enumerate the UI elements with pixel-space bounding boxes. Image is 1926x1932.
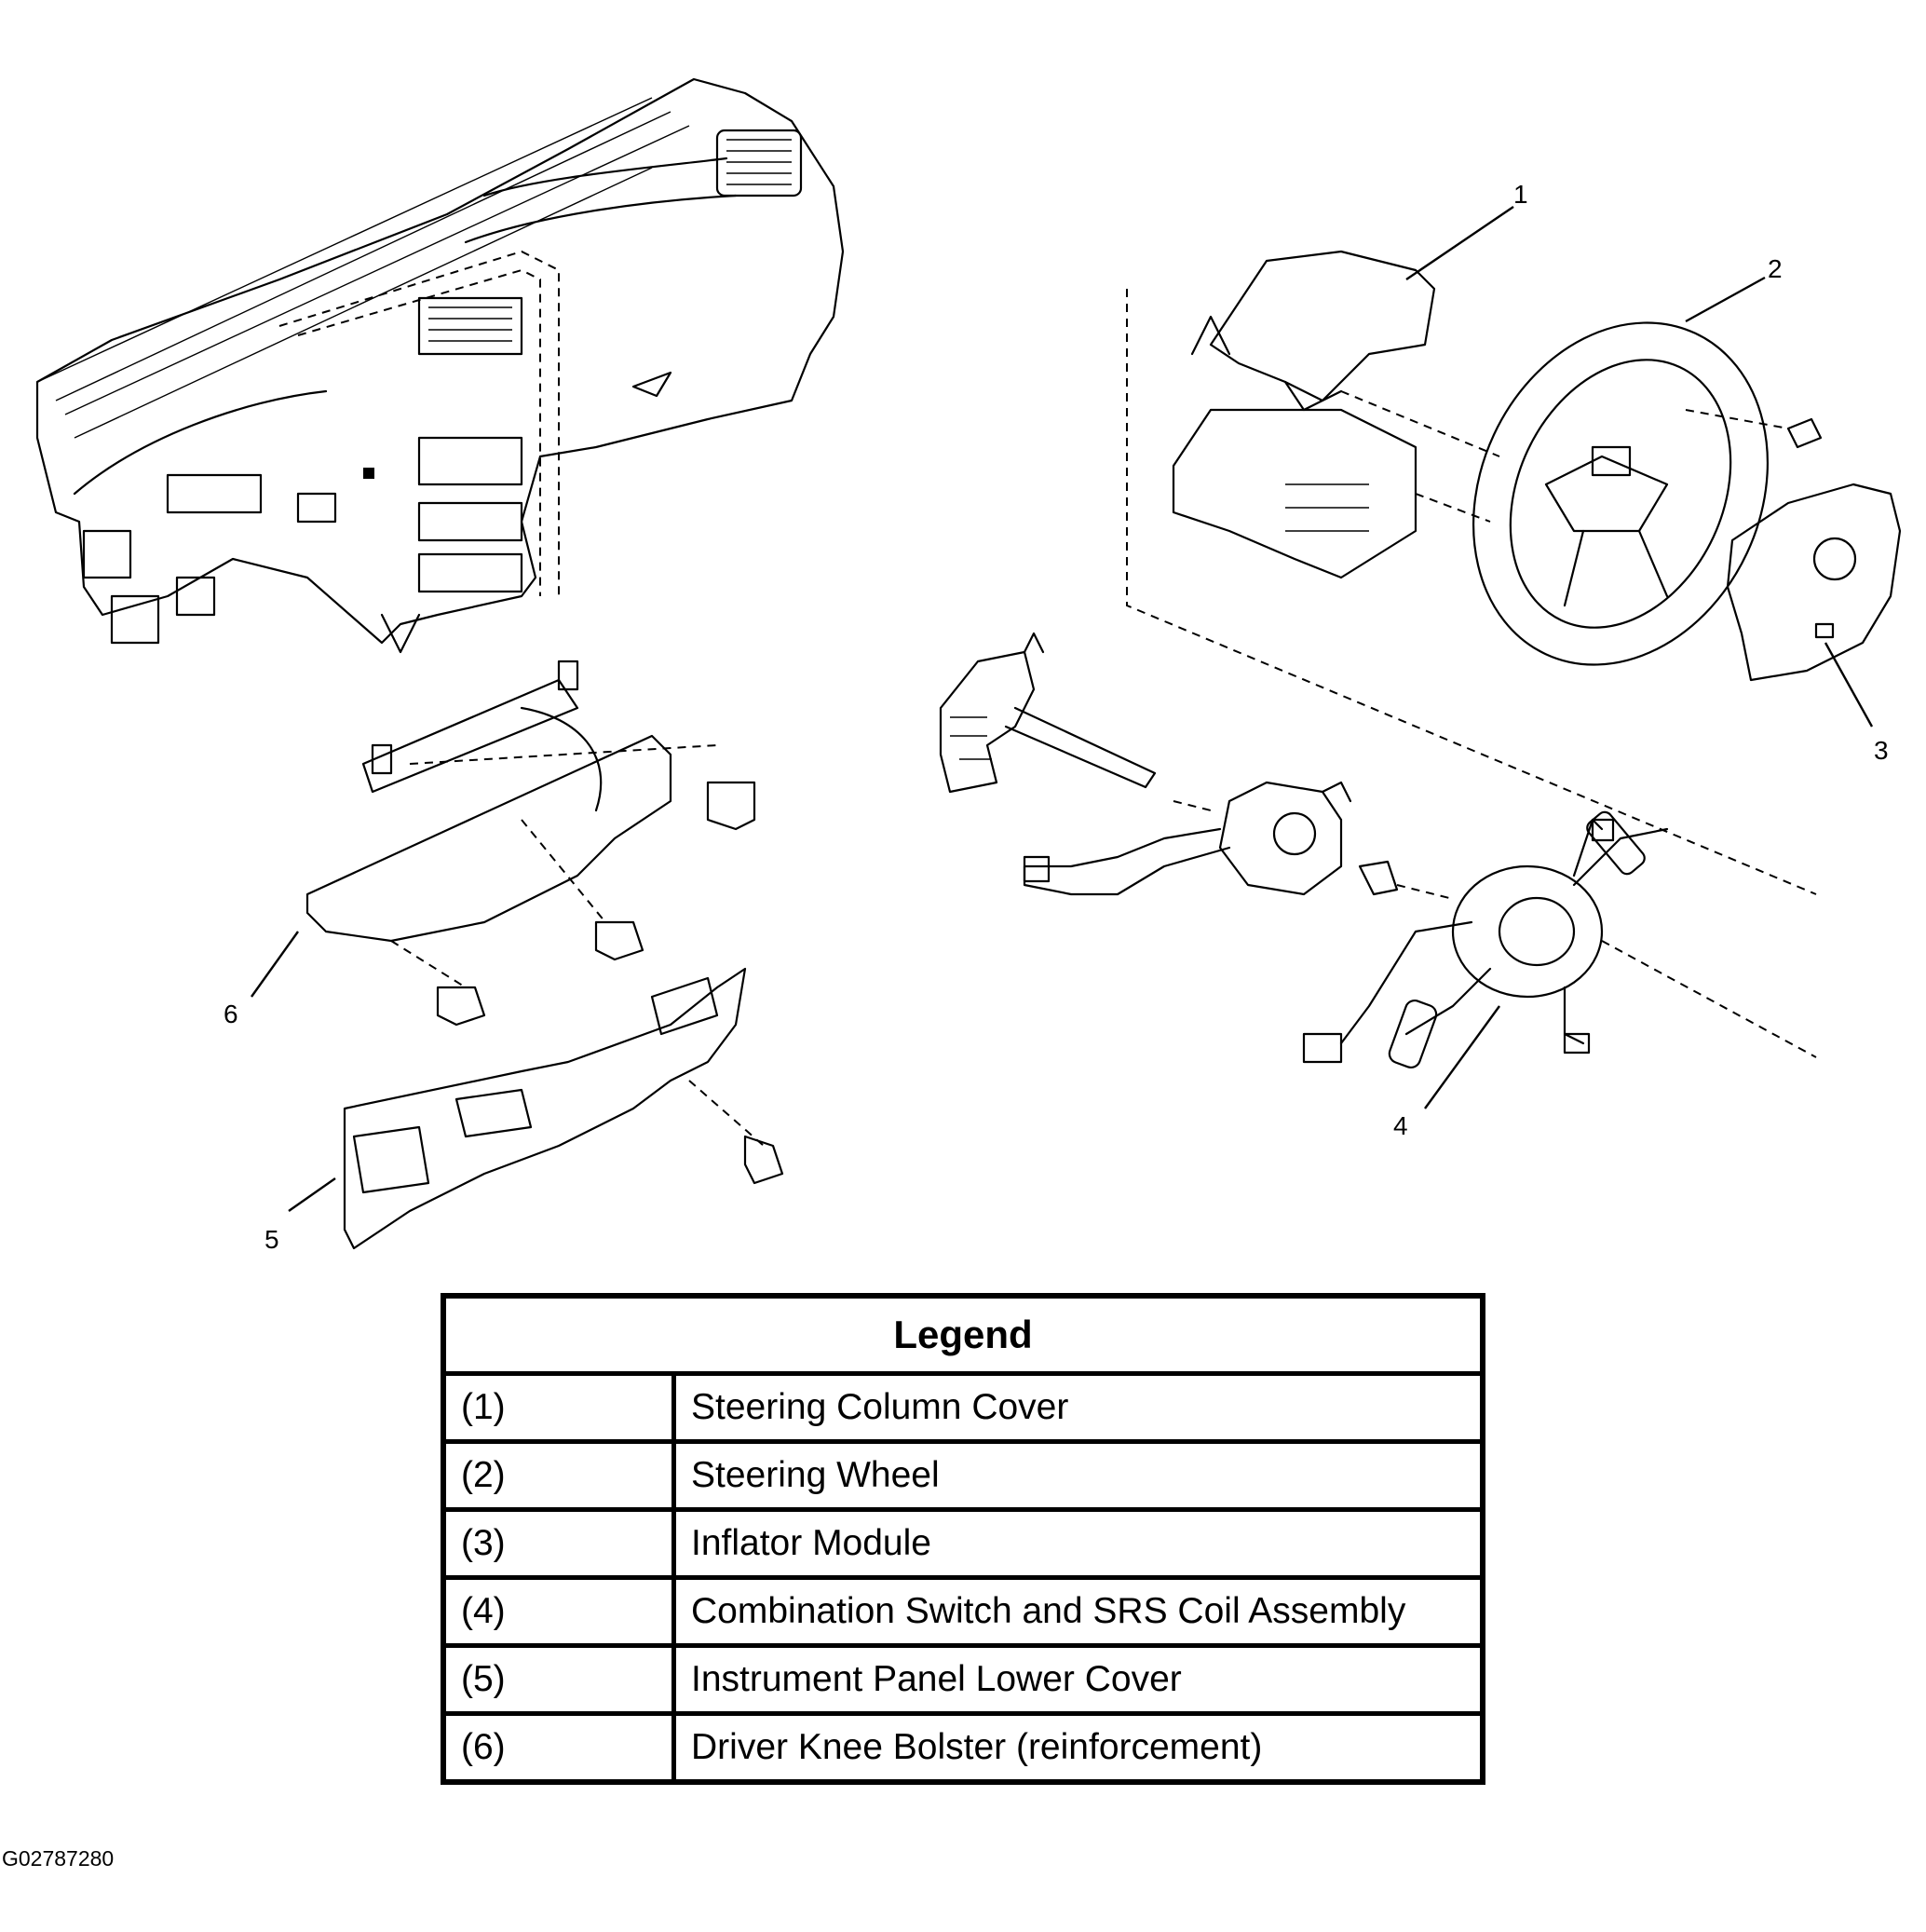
exploded-view-illustration: 1 2 3 4 5 6 — [35, 77, 1902, 1254]
callout-6: 6 — [224, 1000, 238, 1028]
leader-lines — [251, 206, 1874, 1212]
knee-bolster-drawing — [305, 660, 756, 1027]
legend-row-description: Driver Knee Bolster (reinforcement) — [671, 1711, 1485, 1785]
legend-table: Legend (1) Steering Column Cover (2) Ste… — [441, 1293, 1485, 1785]
legend-row-description: Inflator Module — [671, 1507, 1485, 1580]
legend-row-description: Instrument Panel Lower Cover — [671, 1643, 1485, 1716]
callout-5: 5 — [264, 1225, 279, 1254]
legend-row-description: Steering Wheel — [671, 1439, 1485, 1512]
legend-row-number: (5) — [441, 1643, 676, 1716]
legend-row: (4) Combination Switch and SRS Coil Asse… — [441, 1575, 1485, 1648]
legend-row-description: Combination Switch and SRS Coil Assembly — [671, 1575, 1485, 1648]
inflator-module-drawing — [1726, 483, 1902, 682]
legend-row: (6) Driver Knee Bolster (reinforcement) — [441, 1711, 1485, 1785]
legend-row: (2) Steering Wheel — [441, 1439, 1485, 1512]
legend-row-number: (6) — [441, 1711, 676, 1785]
lower-cover-drawing — [343, 967, 784, 1250]
legend-row-number: (1) — [441, 1371, 676, 1444]
assembly-lines — [1126, 289, 1817, 1058]
steering-column-drawing — [939, 632, 1157, 794]
figure-id: G02787280 — [2, 1846, 115, 1871]
switch-bracket-drawing — [1023, 781, 1399, 896]
legend-header-row: Legend — [441, 1293, 1485, 1376]
legend-row-number: (4) — [441, 1575, 676, 1648]
column-cover-drawing — [1172, 250, 1436, 579]
legend-row-description: Steering Column Cover — [671, 1371, 1485, 1444]
instrument-panel-drawing — [35, 77, 845, 654]
legend-row: (5) Instrument Panel Lower Cover — [441, 1643, 1485, 1716]
callout-2: 2 — [1768, 254, 1783, 283]
steering-wheel-drawing — [1472, 321, 1823, 666]
callout-3: 3 — [1874, 736, 1889, 765]
combination-switch-drawing — [1302, 810, 1669, 1068]
callout-4: 4 — [1393, 1111, 1408, 1140]
legend-row: (3) Inflator Module — [441, 1507, 1485, 1580]
legend-row-number: (2) — [441, 1439, 676, 1512]
legend-title: Legend — [441, 1293, 1485, 1376]
callout-1: 1 — [1513, 180, 1528, 209]
legend-row: (1) Steering Column Cover — [441, 1371, 1485, 1444]
legend-row-number: (3) — [441, 1507, 676, 1580]
